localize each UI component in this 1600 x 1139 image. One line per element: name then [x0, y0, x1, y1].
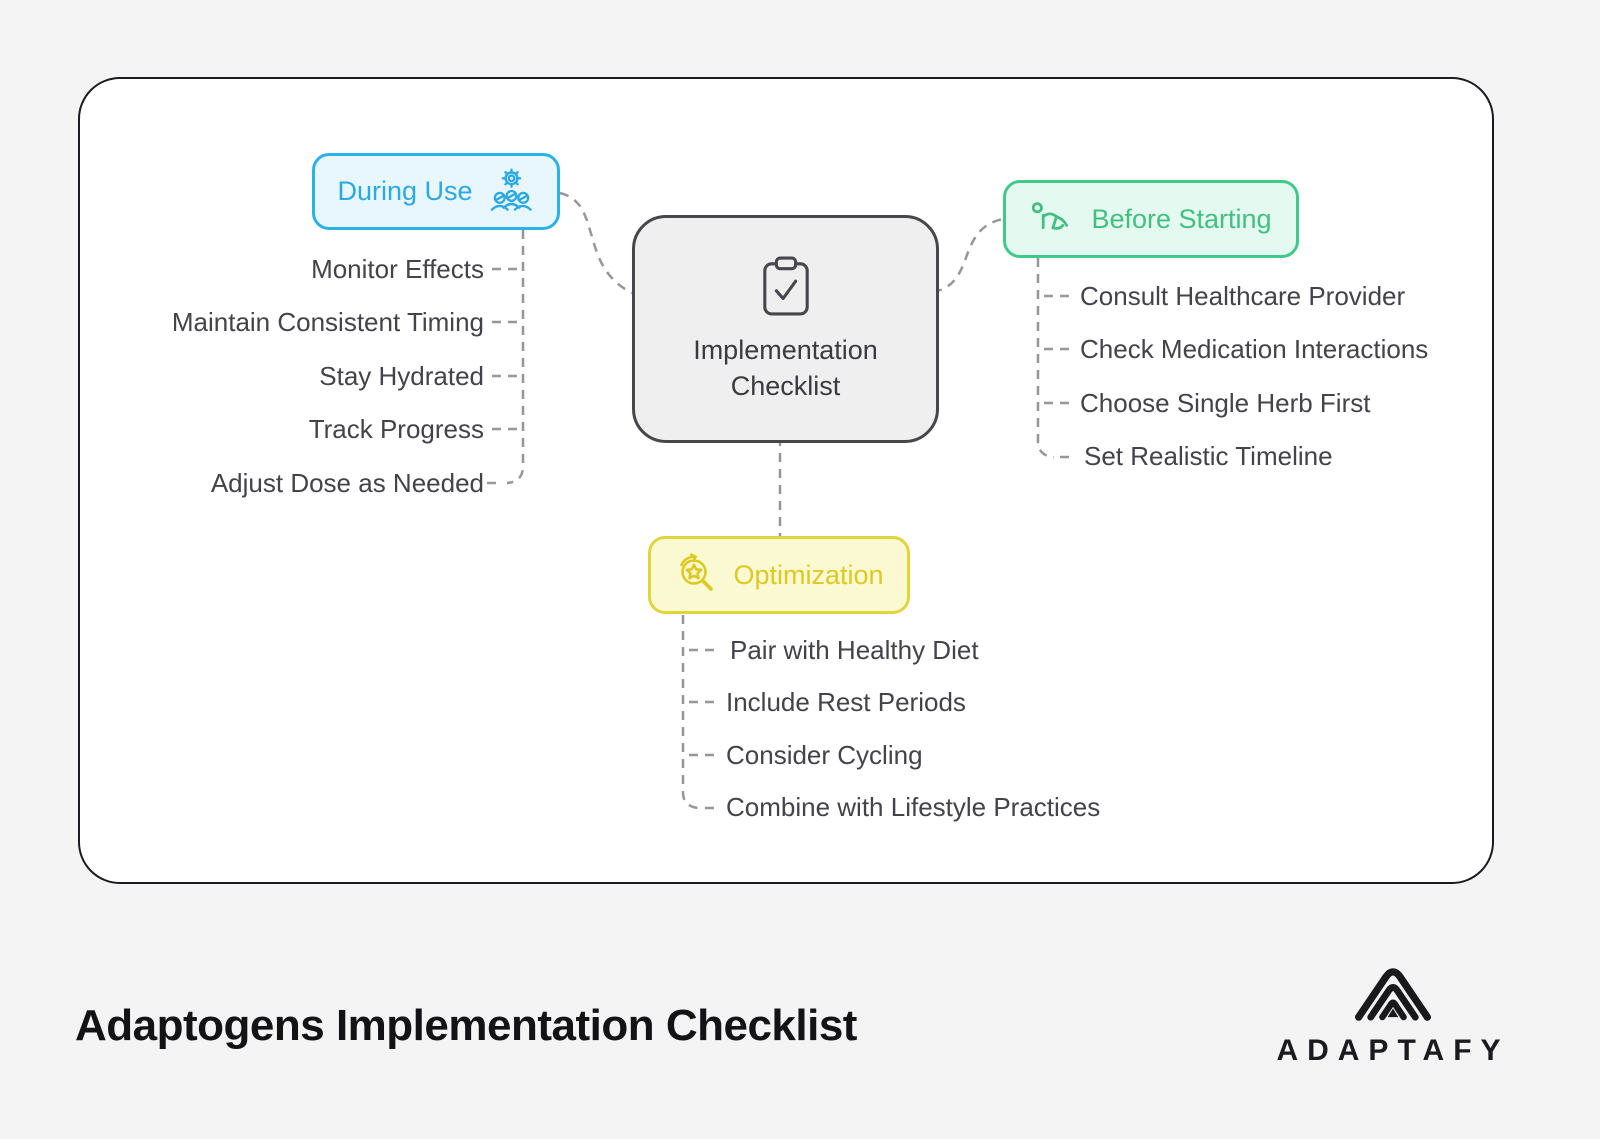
- brand-name: ADAPTAFY: [1276, 1034, 1510, 1067]
- brand-logo: ADAPTAFY: [1248, 960, 1538, 1068]
- branch-label-during-use: During Use: [337, 176, 473, 206]
- checklist-item: Set Realistic Timeline: [1084, 441, 1333, 471]
- checklist-item: Adjust Dose as Needed: [210, 468, 484, 498]
- branch-node-optimization: Optimization: [648, 536, 910, 614]
- checklist-item: Pair with Healthy Diet: [730, 635, 979, 665]
- checklist-item: Stay Hydrated: [319, 361, 484, 391]
- checklist-item: Check Medication Interactions: [1080, 334, 1429, 364]
- team-gear-icon: [490, 168, 532, 211]
- checklist-item: Choose Single Herb First: [1080, 388, 1371, 418]
- search-star-icon: [680, 553, 714, 591]
- nested-chevron-logo-icon: [1354, 968, 1432, 1021]
- center-node-implementation-checklist: Implementation Checklist: [632, 215, 939, 443]
- crawling-person-icon: [1032, 202, 1069, 230]
- branch-node-before-starting: Before Starting: [1003, 180, 1299, 258]
- clipboard-check-icon: [762, 256, 809, 316]
- checklist-item: Consult Healthcare Provider: [1080, 281, 1406, 311]
- center-label-line2: Checklist: [730, 371, 841, 401]
- checklist-item: Track Progress: [308, 414, 484, 444]
- checklist-item: Monitor Effects: [311, 254, 484, 284]
- branch-node-during-use: During Use: [312, 153, 560, 230]
- checklist-item: Consider Cycling: [726, 740, 923, 770]
- page-title: Adaptogens Implementation Checklist: [75, 1001, 857, 1050]
- checklist-item: Maintain Consistent Timing: [171, 307, 484, 337]
- checklist-item: Include Rest Periods: [726, 687, 966, 717]
- branch-label-optimization: Optimization: [733, 559, 884, 590]
- checklist-item: Combine with Lifestyle Practices: [726, 792, 1101, 822]
- branch-label-before-starting: Before Starting: [1091, 203, 1272, 234]
- center-label-line1: Implementation: [693, 335, 878, 365]
